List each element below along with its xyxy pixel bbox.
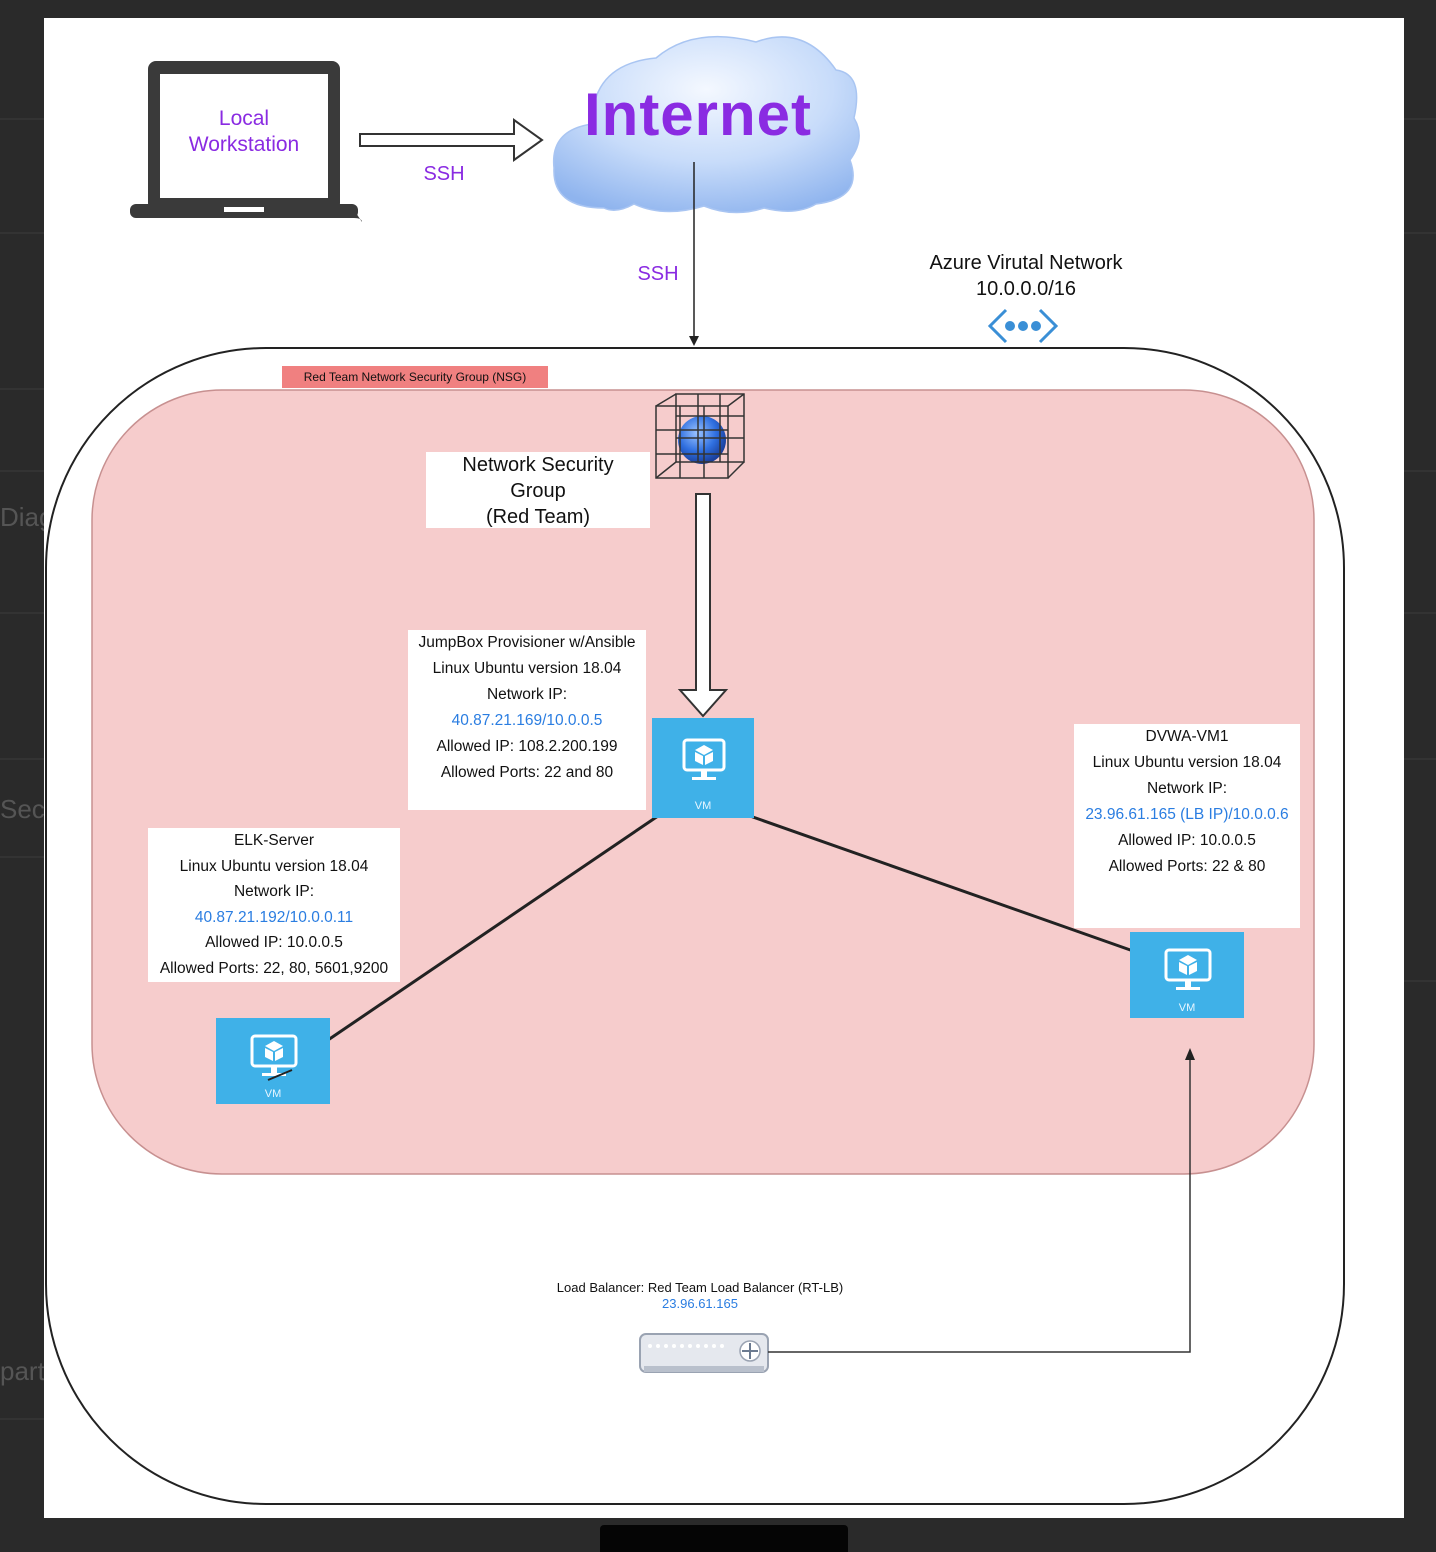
elk-name: ELK-Server [233,832,315,849]
jumpbox-elk-link [327,814,659,1042]
jumpbox-vm-label: VM [694,800,712,812]
load-balancer-name: Load Balancer: Red Team Load Balancer (R… [556,1280,844,1295]
jumpbox-ip-label: Network IP: [486,686,568,703]
dvwa-vm-icon [1130,932,1244,1018]
elk-os: Linux Ubuntu version 18.04 [179,857,369,875]
dvwa-ip: 23.96.61.165 (LB IP)/10.0.0.6 [1085,806,1289,823]
elk-ip: 40.87.21.192/10.0.0.11 [194,908,354,926]
diagram-canvas: Local Workstation SSH Internet SSH Azure… [44,18,1404,1518]
background-word-part: part [0,1356,45,1386]
azure-network-title: Azure Virutal Network [929,252,1123,274]
load-balancer-icon [639,1333,769,1373]
dvwa-os: Linux Ubuntu version 18.04 [1092,754,1282,771]
ssh-label-vertical: SSH [637,263,679,285]
elk-ip-label: Network IP: [233,883,315,900]
jumpbox-dvwa-link [749,814,1137,954]
dvwa-name: DVWA-VM1 [1145,728,1229,745]
workstation-label: Local Workstation [160,106,328,158]
azure-vnet-icon [987,308,1059,344]
ssh-line-arrowhead [689,336,699,346]
ssh-arrow-horizontal [359,118,544,162]
dvwa-ip-label: Network IP: [1146,780,1228,797]
laptop-icon [130,61,362,222]
workstation-label-line2: Workstation [188,133,300,156]
nsg-box-line2: Group [510,480,566,502]
nsg-box-line3: (Red Team) [485,506,591,528]
elk-vm-label: VM [264,1088,282,1100]
nsg-to-jumpbox-arrow [677,493,729,718]
azure-network-cidr: 10.0.0.0/16 [975,278,1077,300]
workstation-label-line1: Local [218,107,270,130]
nsg-box-line1: Network Security [462,454,614,476]
load-balancer-label: Load Balancer: Red Team Load Balancer (R… [514,1280,886,1312]
bottom-bar [600,1525,848,1552]
nsg-tag: Red Team Network Security Group (NSG) [282,366,548,388]
jumpbox-info-box: JumpBox Provisioner w/Ansible Linux Ubun… [408,630,646,810]
nsg-text-box: Network Security Group (Red Team) [426,452,650,528]
lb-to-dvwa-connector [768,1056,1191,1353]
dvwa-info-box: DVWA-VM1 Linux Ubuntu version 18.04 Netw… [1074,724,1300,928]
elk-allowed-ip: Allowed IP: 10.0.0.5 [205,934,343,951]
jumpbox-os: Linux Ubuntu version 18.04 [432,660,622,677]
jumpbox-allowed-ip: Allowed IP: 108.2.200.199 [436,738,618,755]
elk-vm-icon [216,1018,330,1104]
lb-connector-arrowhead [1185,1048,1195,1060]
dvwa-vm-label: VM [1178,1002,1196,1014]
jumpbox-ip: 40.87.21.169/10.0.0.5 [451,712,603,729]
jumpbox-name: JumpBox Provisioner w/Ansible [418,634,636,651]
dvwa-ports: Allowed Ports: 22 & 80 [1108,858,1266,875]
jumpbox-vm-icon [652,718,754,818]
elk-ports: Allowed Ports: 22, 80, 5601,9200 [159,959,389,977]
cloud-icon [552,35,860,214]
azure-network-label: Azure Virutal Network 10.0.0.0/16 [906,250,1146,302]
ssh-label-horizontal: SSH [423,163,465,185]
nsg-cube-icon [655,393,745,479]
internet-label: Internet [584,81,813,148]
azure-network-boundary [45,347,1345,1505]
elk-info-box: ELK-Server Linux Ubuntu version 18.04 Ne… [148,828,400,982]
jumpbox-ports: Allowed Ports: 22 and 80 [440,764,614,781]
dvwa-allowed-ip: Allowed IP: 10.0.0.5 [1118,832,1256,849]
load-balancer-ip: 23.96.61.165 [662,1296,738,1311]
